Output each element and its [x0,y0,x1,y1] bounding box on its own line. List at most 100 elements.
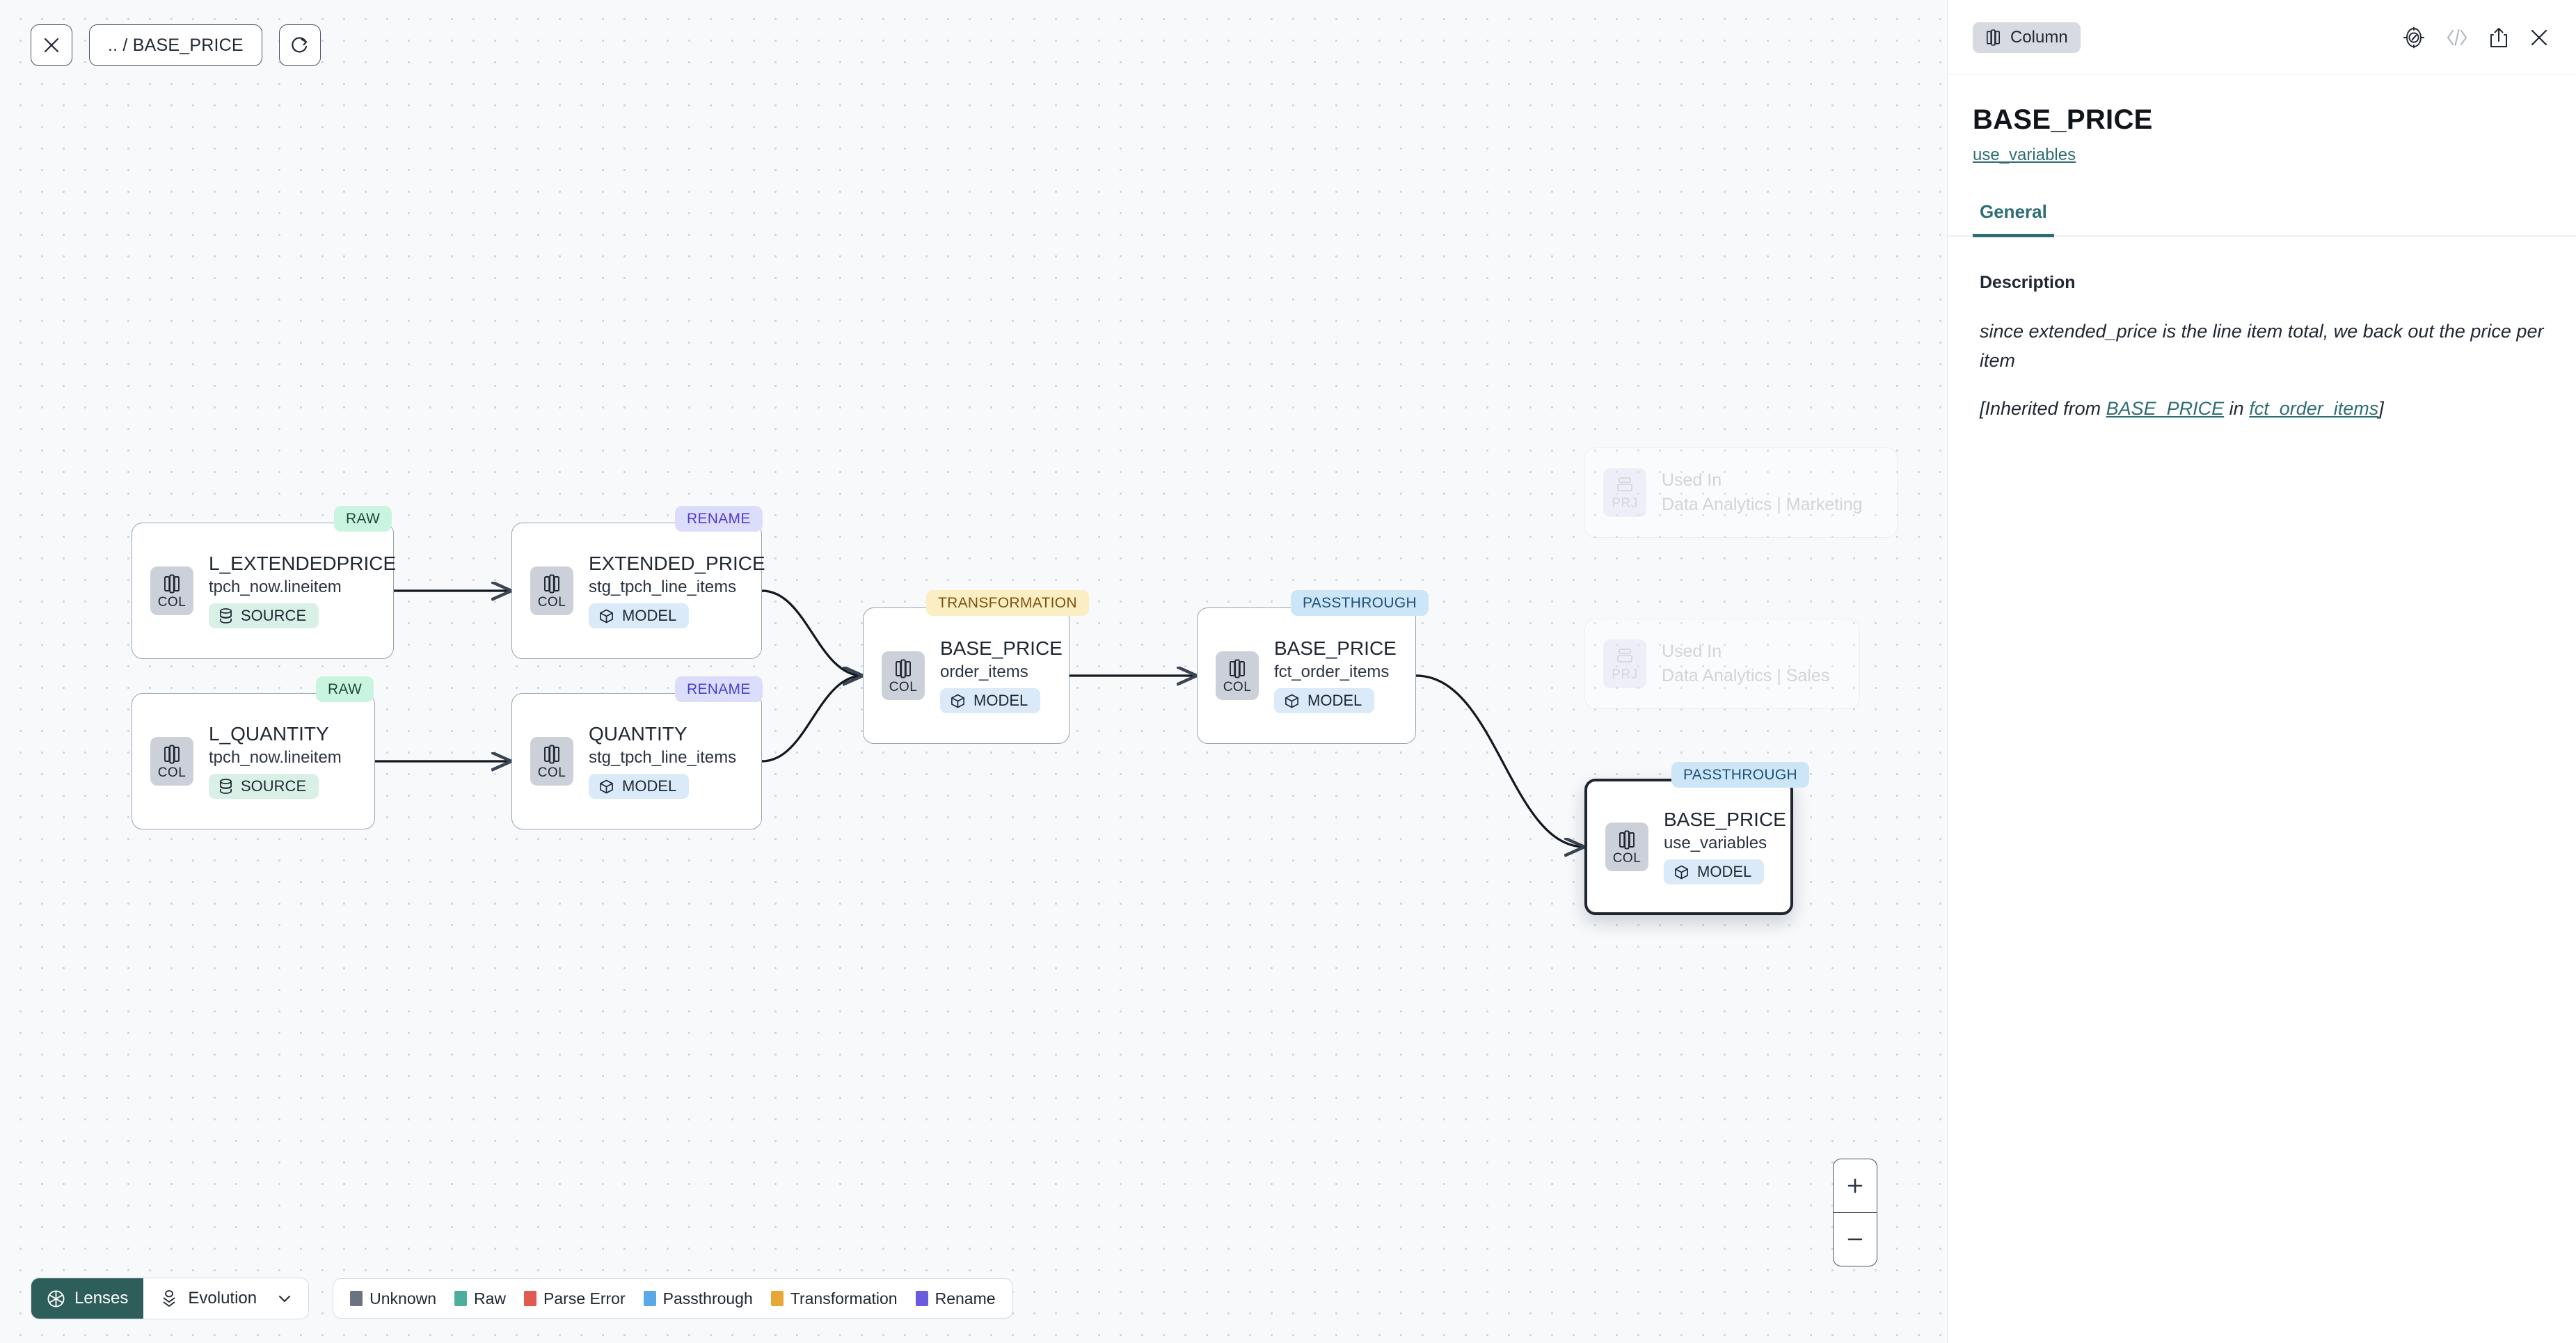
ghost-icon-label: PRJ [1612,495,1638,511]
node-body: L_QUANTITY tpch_now.lineitem SOURCE [209,724,342,799]
node-body: QUANTITY stg_tpch_line_items MODEL [589,724,736,799]
node-kind-tag-passthrough: PASSTHROUGH [1291,590,1429,616]
description-label: Description [1980,273,2076,292]
project-icon: PRJ [1603,468,1646,517]
lineage-canvas[interactable]: .. / BASE_PRICE PRJ Used In Data Analyti… [0,0,1947,1343]
lineage-node-extended-price[interactable]: COL EXTENDED_PRICE stg_tpch_line_items M… [511,523,765,659]
lenses-label: Lenses [74,1289,129,1308]
share-icon [2490,27,2507,47]
ghost-node-line1: Used In [1662,642,1722,661]
legend-label: Parse Error [543,1289,626,1308]
legend-item-raw[interactable]: Raw [454,1289,506,1308]
node-type-badge-model: MODEL [1274,688,1375,713]
ghost-node-line1: Used In [1662,470,1722,490]
node-body: BASE_PRICE order_items MODEL [940,637,1063,713]
lineage-node-l-quantity[interactable]: COL L_QUANTITY tpch_now.lineitem SOURCE [132,693,375,829]
column-icon-badge: COL [530,737,573,786]
stack-icon [1617,648,1632,662]
ghost-node-used-in-marketing[interactable]: PRJ Used In Data Analytics | Marketing [1584,447,1898,538]
node-subtitle: order_items [940,662,1028,681]
database-icon [220,608,232,623]
inherited-prefix: [Inherited from [1980,398,2106,419]
parent-model-link[interactable]: use_variables [1973,145,2076,164]
lineage-node-l-extendedprice[interactable]: COL L_EXTENDEDPRICE tpch_now.lineitem SO… [132,523,396,659]
column-icon-label: COL [1223,679,1252,694]
view-code-button[interactable] [2445,27,2469,48]
details-panel-header: Column [1948,0,2576,75]
columns-icon [164,574,180,593]
node-title: BASE_PRICE [940,637,1063,659]
legend-swatch [524,1291,537,1306]
legend-label: Unknown [369,1289,437,1308]
legend-item-rename[interactable]: Rename [915,1289,996,1308]
lineage-legend: Unknown Raw Parse Error Passthrough Tran… [333,1278,1013,1319]
legend-swatch [454,1291,468,1306]
node-type-badge-model: MODEL [589,603,690,628]
entity-type-chip[interactable]: Column [1973,22,2081,53]
lineage-node-use-variables-selected[interactable]: COL BASE_PRICE use_variables MODEL [1584,779,1793,915]
close-icon [2531,29,2547,45]
column-icon-badge: COL [150,737,193,786]
legend-item-unknown[interactable]: Unknown [350,1289,436,1308]
share-button[interactable] [2488,26,2509,49]
aperture-icon [47,1289,65,1308]
zoom-in-button[interactable] [1834,1159,1877,1212]
column-icon-badge: COL [1216,651,1259,700]
refresh-button[interactable] [278,24,321,66]
inherited-model-link[interactable]: fct_order_items [2249,398,2379,419]
legend-swatch [643,1291,656,1306]
entity-type-label: Column [2010,27,2068,47]
node-badge-label: SOURCE [241,607,307,624]
column-icon-label: COL [537,765,566,780]
column-icon-badge: COL [530,566,573,615]
node-badge-label: MODEL [622,777,677,795]
explore-button[interactable] [2402,26,2426,49]
ghost-node-used-in-sales[interactable]: PRJ Used In Data Analytics | Sales [1584,619,1860,709]
node-kind-tag-rename: RENAME [675,506,763,532]
ghost-node-body: Used In Data Analytics | Sales [1662,642,1829,685]
plus-icon [1847,1178,1863,1193]
lenses-button[interactable]: Lenses [31,1278,144,1319]
zoom-controls [1833,1159,1877,1266]
chevron-down-icon [279,1296,291,1302]
column-icon-label: COL [889,679,918,694]
columns-icon [1230,659,1245,678]
breadcrumb[interactable]: .. / BASE_PRICE [89,24,262,66]
columns-icon [1619,830,1635,849]
zoom-out-button[interactable] [1834,1212,1877,1266]
cube-icon [600,609,613,623]
column-icon-label: COL [1612,850,1641,866]
node-body: BASE_PRICE fct_order_items MODEL [1274,638,1397,713]
evolution-label: Evolution [188,1289,257,1308]
canvas-top-controls: .. / BASE_PRICE [31,24,321,66]
column-icon-badge: COL [150,566,193,615]
stack-icon [1617,477,1632,491]
node-badge-label: MODEL [622,607,677,624]
details-panel: Column [1947,0,2576,1343]
ghost-node-line2: Data Analytics | Sales [1662,666,1830,685]
legend-item-transformation[interactable]: Transformation [770,1289,898,1308]
legend-label: Passthrough [662,1289,753,1308]
legend-item-passthrough[interactable]: Passthrough [643,1289,753,1308]
lineage-node-quantity[interactable]: COL QUANTITY stg_tpch_line_items MODEL [511,693,762,829]
node-title: QUANTITY [589,723,687,745]
evolution-icon [163,1290,175,1307]
cube-icon [1675,865,1688,879]
lineage-node-order-items[interactable]: COL BASE_PRICE order_items MODEL [863,607,1070,744]
node-body: EXTENDED_PRICE stg_tpch_line_items MODEL [589,553,765,628]
close-canvas-button[interactable] [31,24,72,66]
legend-item-parse-error[interactable]: Parse Error [524,1289,626,1308]
close-panel-button[interactable] [2529,27,2550,48]
legend-swatch [350,1291,363,1306]
general-section: Description since extended_price is the … [1948,237,2576,422]
ghost-node-line2: Data Analytics | Marketing [1662,495,1863,514]
inherited-column-link[interactable]: BASE_PRICE [2106,398,2225,419]
node-type-badge-source: SOURCE [209,603,319,628]
node-subtitle: fct_order_items [1274,662,1390,681]
node-badge-label: SOURCE [241,777,307,795]
tab-general[interactable]: General [1973,201,2054,237]
node-kind-tag-raw: RAW [316,676,374,702]
evolution-dropdown[interactable]: Evolution [143,1278,309,1319]
node-type-badge-model: MODEL [589,774,690,799]
lineage-node-fct-order-items[interactable]: COL BASE_PRICE fct_order_items MODEL [1197,607,1416,744]
